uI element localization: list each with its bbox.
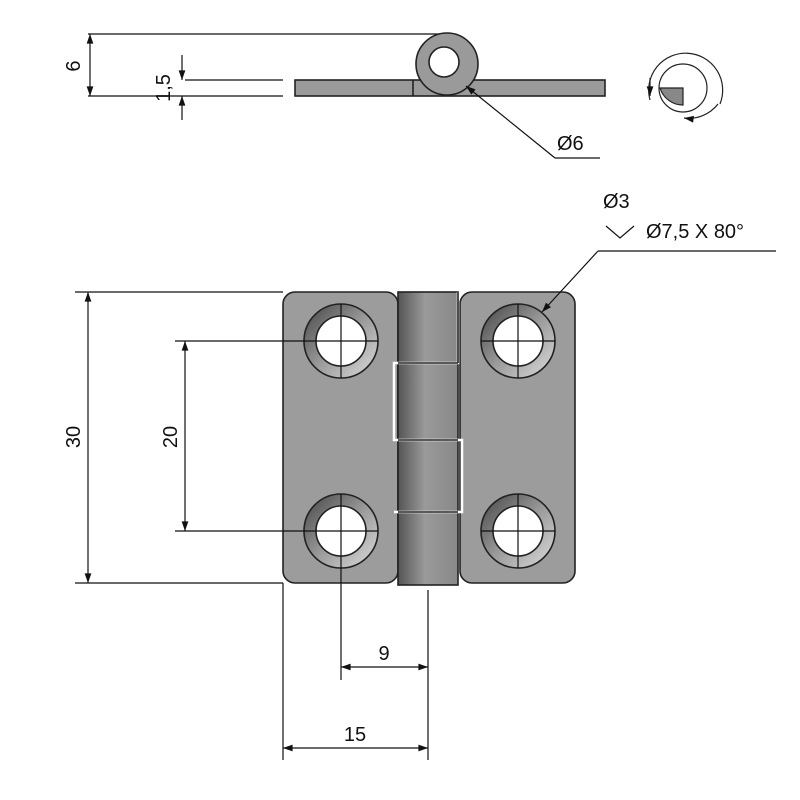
front-view: 30 20 9 15 Ø3 Ø7,5 X 80° [63,191,776,760]
countersink-icon [605,225,635,239]
dim-label-15: 15 [344,724,366,746]
hole-centerlines [304,304,555,568]
callout-countersink: Ø7,5 X 80° [646,221,744,243]
dim-label-6: 6 [63,60,85,71]
dim-label-9: 9 [378,643,389,665]
knuckle [397,291,459,586]
leader-pin-diameter [465,85,556,159]
pin-hole-circle [428,46,460,78]
dim-label-1-5: 1,5 [153,74,175,102]
callout-hole-diameter: Ø3 [603,191,630,213]
knuckle-segment-lines [398,292,459,513]
side-view: 6 1,5 Ø6 [63,32,606,159]
dim-label-pin-diameter: Ø6 [557,133,584,155]
dim-label-30: 30 [63,426,85,448]
dim-label-20: 20 [160,426,182,448]
callout-leader [541,250,599,313]
rotation-icon [646,52,724,123]
